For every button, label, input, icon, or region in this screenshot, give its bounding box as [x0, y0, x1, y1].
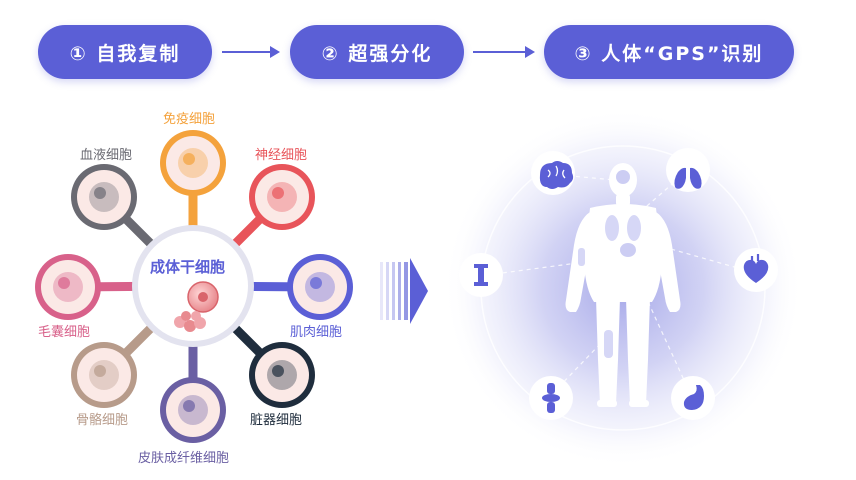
muscle-cell-node — [287, 254, 353, 320]
step-label: ① 自我复制 — [69, 42, 181, 65]
cell-label-skin-fibroblast: 皮肤成纤维细胞 — [138, 451, 230, 466]
hair-follicle-node — [35, 254, 101, 320]
step-pill-differentiation: ② 超强分化 — [290, 25, 464, 79]
body-map — [443, 108, 803, 468]
human-body-figure — [565, 163, 681, 407]
bone-icon — [459, 253, 503, 297]
stem-cell-icon — [174, 281, 219, 332]
cell-label-blood: 血液细胞 — [80, 148, 133, 163]
step-label: ② 超强分化 — [321, 42, 433, 65]
nerve-cell-node — [249, 164, 315, 230]
chevron-arrow-icon — [380, 258, 428, 324]
immune-cell-node — [160, 130, 226, 196]
knee-joint-icon — [529, 376, 573, 420]
lungs-icon — [666, 148, 710, 192]
step-pill-gps-homing: ③ 人体“GPS”识别 — [544, 25, 794, 79]
brain-icon — [531, 151, 575, 195]
bone-cell-node — [71, 342, 137, 408]
stomach-icon — [671, 376, 715, 420]
cell-label-organ: 脏器细胞 — [250, 413, 303, 428]
skin-fibroblast-node — [160, 377, 226, 443]
step-pill-self-renewal: ① 自我复制 — [38, 25, 212, 79]
cell-label-nerve: 神经细胞 — [255, 148, 308, 163]
organ-cell-node — [249, 342, 315, 408]
step-label: ③ 人体“GPS”识别 — [574, 42, 764, 65]
stem-cell-label: 成体干细胞 — [150, 258, 226, 276]
cell-label-immune: 免疫细胞 — [163, 112, 216, 127]
arrow-icon — [473, 46, 535, 58]
heart-icon — [734, 248, 778, 292]
cell-label-hair-follicle: 毛囊细胞 — [38, 325, 91, 340]
arrow-icon — [222, 46, 280, 58]
stem-cell-hub — [35, 130, 353, 443]
blood-cell-node — [71, 164, 137, 230]
cell-label-bone: 骨骼细胞 — [76, 413, 129, 428]
cell-label-muscle: 肌肉细胞 — [290, 325, 343, 340]
